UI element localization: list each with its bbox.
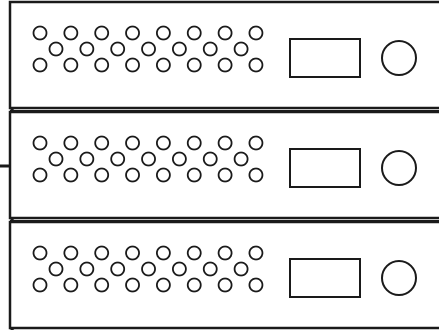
vent-hole-icon [155, 57, 171, 73]
vent-hole-icon [63, 167, 79, 183]
vent-hole-icon [248, 57, 264, 73]
vent-hole-icon [186, 277, 202, 293]
vent-hole-icon [233, 151, 249, 167]
vent-hole-icon [171, 261, 187, 277]
vent-hole-icon [125, 135, 140, 151]
vent-hole-icon [186, 167, 202, 183]
vent-hole-icon [125, 25, 140, 41]
unit-lip-corner [9, 107, 15, 112]
vent-hole-icon [32, 135, 48, 151]
vent-hole-icon [248, 167, 264, 183]
vent-hole-icon [248, 245, 264, 261]
vent-hole-icon [155, 135, 171, 151]
vent-hole-icon [32, 245, 48, 261]
vent-hole-icon [125, 167, 140, 183]
vent-hole-icon [217, 25, 233, 41]
vent-hole-icon [63, 135, 79, 151]
vent-hole-icon [32, 25, 48, 41]
vent-hole-icon [48, 151, 64, 167]
display-window-icon [289, 38, 361, 78]
vent-hole-icon [233, 261, 249, 277]
unit-lip-corner [9, 217, 15, 222]
vent-hole-icon [202, 41, 218, 57]
vent-hole-icon [202, 151, 218, 167]
vent-hole-icon [186, 245, 202, 261]
display-window-icon [289, 258, 361, 298]
vent-hole-icon [125, 245, 140, 261]
vent-hole-icon [110, 261, 126, 277]
knob-icon [381, 150, 417, 186]
vent-hole-icon [79, 261, 95, 277]
vent-hole-icon [141, 261, 156, 277]
vent-hole-icon [217, 135, 233, 151]
vent-hole-icon [63, 277, 79, 293]
vent-hole-icon [155, 25, 171, 41]
vent-hole-icon [233, 41, 249, 57]
vent-hole-icon [202, 261, 218, 277]
rack-unit-1 [8, 0, 439, 112]
vent-hole-icon [141, 41, 156, 57]
vent-hole-icon [48, 261, 64, 277]
vent-hole-icon [186, 57, 202, 73]
unit-panel [8, 220, 439, 330]
vent-hole-icon [94, 57, 110, 73]
vent-hole-icon [94, 277, 110, 293]
vent-hole-icon [32, 277, 48, 293]
vent-hole-icon [125, 57, 140, 73]
vent-hole-icon [79, 41, 95, 57]
vent-hole-icon [217, 245, 233, 261]
vent-hole-icon [94, 167, 110, 183]
vent-hole-icon [63, 245, 79, 261]
vent-hole-icon [171, 41, 187, 57]
vent-hole-icon [94, 135, 110, 151]
rack-unit-2 [8, 110, 439, 222]
vent-hole-icon [110, 41, 126, 57]
vent-hole-icon [48, 41, 64, 57]
vent-hole-icon [110, 151, 126, 167]
vent-hole-icon [171, 151, 187, 167]
rack-unit-3 [8, 220, 439, 330]
vent-hole-icon [141, 151, 156, 167]
vent-hole-icon [217, 167, 233, 183]
vent-hole-icon [32, 167, 48, 183]
vent-hole-icon [186, 135, 202, 151]
knob-icon [381, 40, 417, 76]
vent-hole-icon [63, 25, 79, 41]
knob-icon [381, 260, 417, 296]
vent-hole-icon [217, 277, 233, 293]
vent-hole-icon [94, 245, 110, 261]
vent-hole-icon [32, 57, 48, 73]
vent-hole-icon [186, 25, 202, 41]
unit-panel [8, 110, 439, 220]
vent-hole-icon [94, 25, 110, 41]
vent-hole-icon [155, 277, 171, 293]
vent-hole-icon [248, 135, 264, 151]
vent-hole-icon [155, 245, 171, 261]
display-window-icon [289, 148, 361, 188]
vent-hole-icon [79, 151, 95, 167]
vent-hole-icon [217, 57, 233, 73]
vent-hole-icon [63, 57, 79, 73]
vent-hole-icon [125, 277, 140, 293]
vent-hole-icon [155, 167, 171, 183]
vent-hole-icon [248, 25, 264, 41]
vent-hole-icon [248, 277, 264, 293]
unit-panel [8, 0, 439, 110]
